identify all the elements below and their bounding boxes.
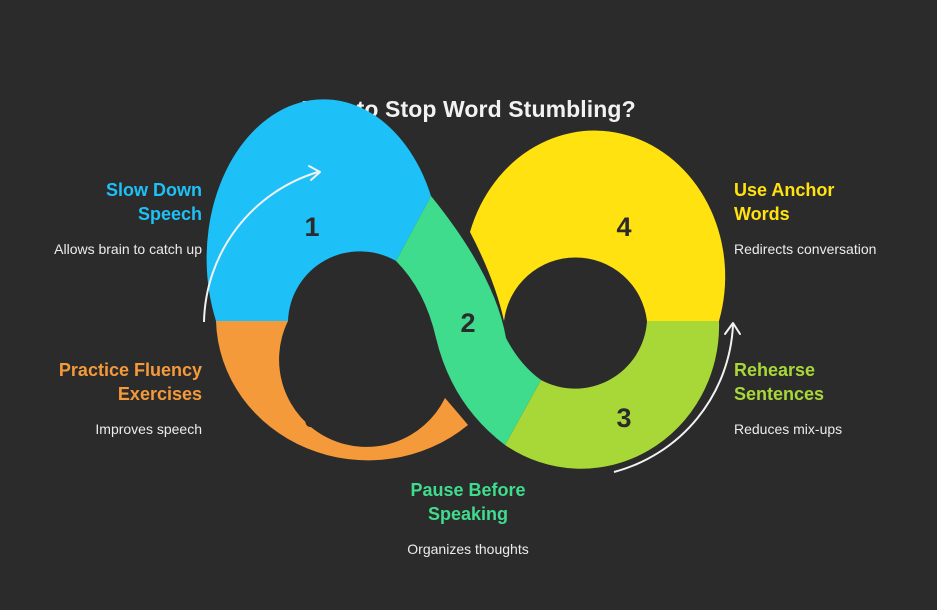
step-2-title: Pause Before Speaking	[410, 480, 526, 524]
segment-3	[505, 321, 720, 469]
step-number-1: 1	[304, 212, 319, 242]
step-1-title: Slow Down Speech	[106, 180, 202, 224]
arrow-curve-right	[613, 324, 734, 473]
segment-2	[396, 196, 541, 445]
step-1-description: Allows brain to catch up	[54, 241, 202, 257]
step-2-description: Organizes thoughts	[407, 541, 529, 557]
step-number-2: 2	[460, 308, 475, 338]
step-number-5: 5	[304, 403, 319, 433]
segment-1	[206, 99, 431, 322]
step-number-3: 3	[616, 403, 631, 433]
arrow-curve-left	[203, 171, 319, 323]
step-number-4: 4	[616, 212, 631, 242]
step-5-description: Improves speech	[95, 421, 202, 437]
step-3-title: Rehearse Sentences	[734, 360, 825, 404]
step-5-title: Practice Fluency Exercises	[58, 360, 202, 404]
step-3-description: Reduces mix-ups	[734, 421, 843, 437]
arrow-head-right-icon	[724, 322, 741, 335]
step-4-description: Redirects conversation	[734, 241, 877, 257]
segment-4	[470, 130, 726, 321]
step-4-title: Use Anchor Words	[734, 180, 835, 224]
segment-5	[216, 321, 468, 461]
arrow-head-left-icon	[308, 165, 321, 181]
